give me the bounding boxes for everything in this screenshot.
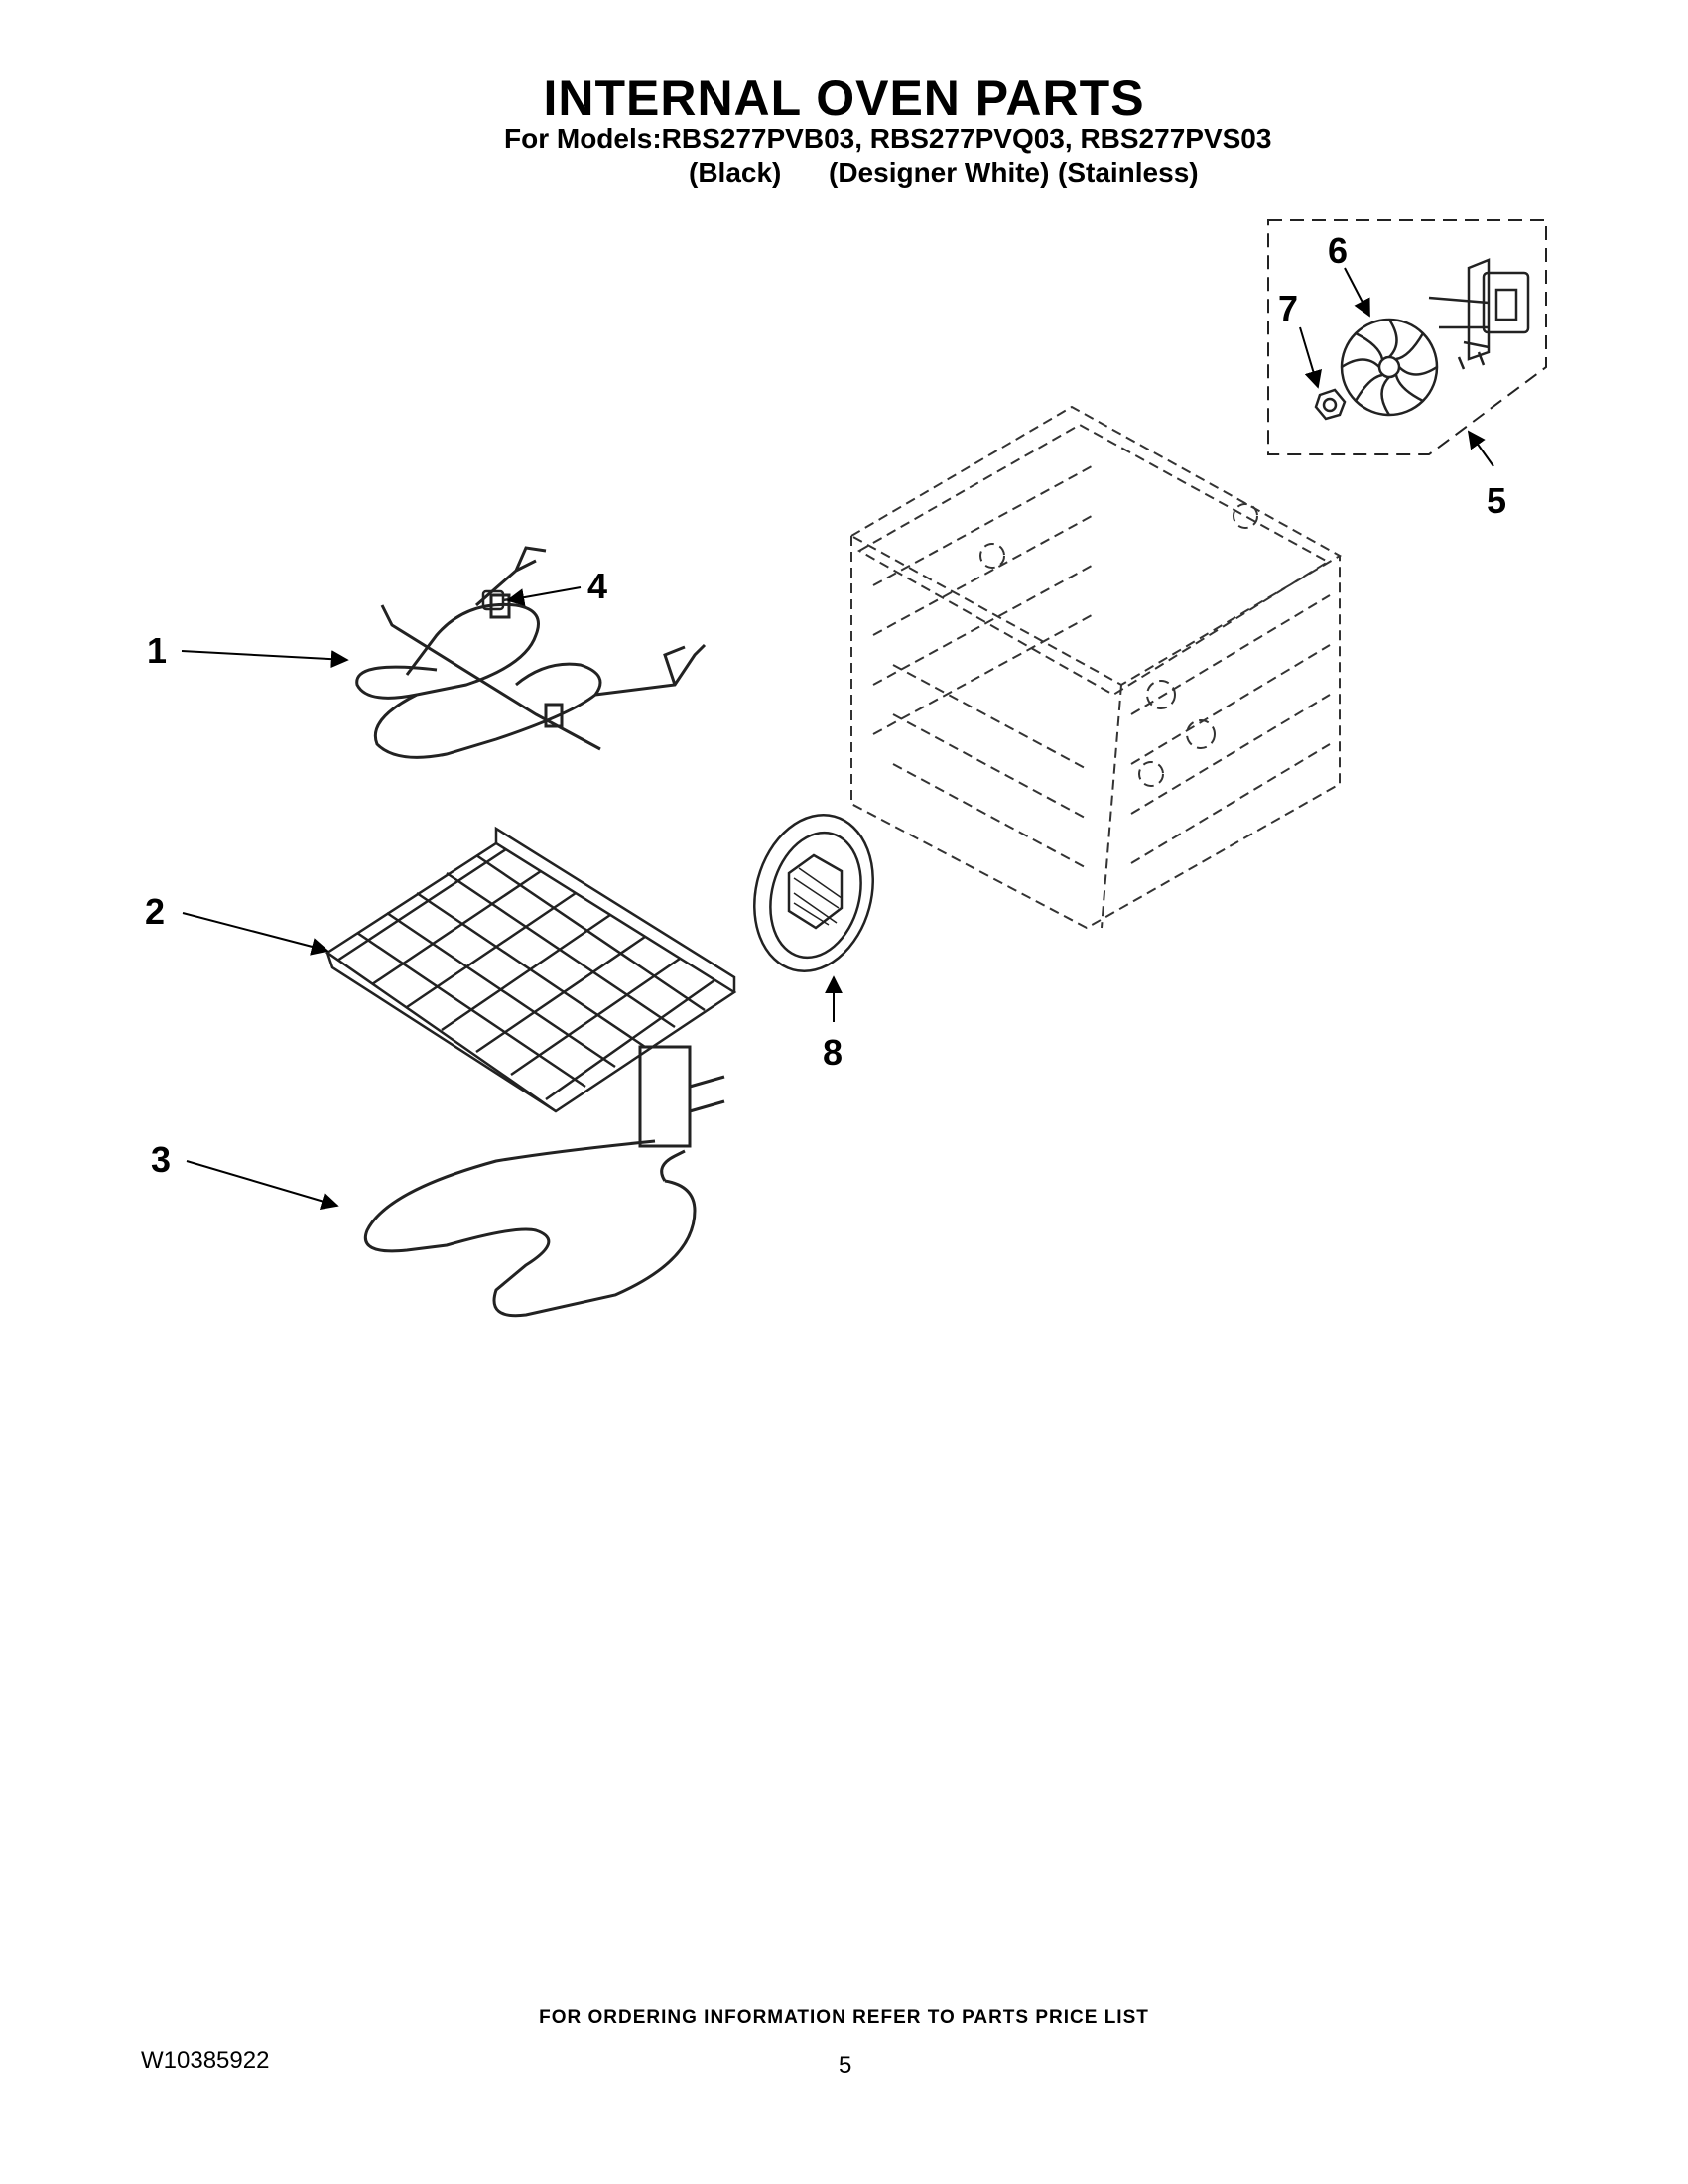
ordering-note: FOR ORDERING INFORMATION REFER TO PARTS … [539, 2007, 1149, 2028]
variant-black: (Black) [689, 157, 782, 188]
fan-blade [1340, 318, 1439, 417]
lower-element [364, 1045, 725, 1318]
variant-designer-white: (Designer White) [829, 157, 1050, 188]
callout-8: 8 [823, 1032, 844, 1073]
variant-stainless: (Stainless) [1058, 157, 1199, 188]
callout-7: 7 [1278, 288, 1299, 328]
document-number: W10385922 [141, 2047, 270, 2074]
callout-leaders [181, 267, 1494, 1211]
page-title: INTERNAL OVEN PARTS [543, 70, 1145, 126]
convection-motor [1428, 258, 1530, 370]
callout-5: 5 [1487, 480, 1507, 521]
callout-1: 1 [147, 630, 168, 671]
callout-3: 3 [151, 1139, 172, 1180]
page-number: 5 [839, 2052, 852, 2079]
callout-6: 6 [1328, 230, 1349, 271]
oven-cavity-outline [848, 405, 1343, 930]
fan-cover [753, 814, 874, 972]
fan-motor-assembly-box [1267, 219, 1547, 455]
callout-2: 2 [145, 891, 166, 932]
upper-element [355, 546, 707, 759]
fan-nut [1314, 388, 1347, 421]
callout-4: 4 [587, 566, 608, 606]
oven-rack [325, 826, 737, 1113]
model-list: For Models:RBS277PVB03, RBS277PVQ03, RBS… [504, 123, 1272, 154]
